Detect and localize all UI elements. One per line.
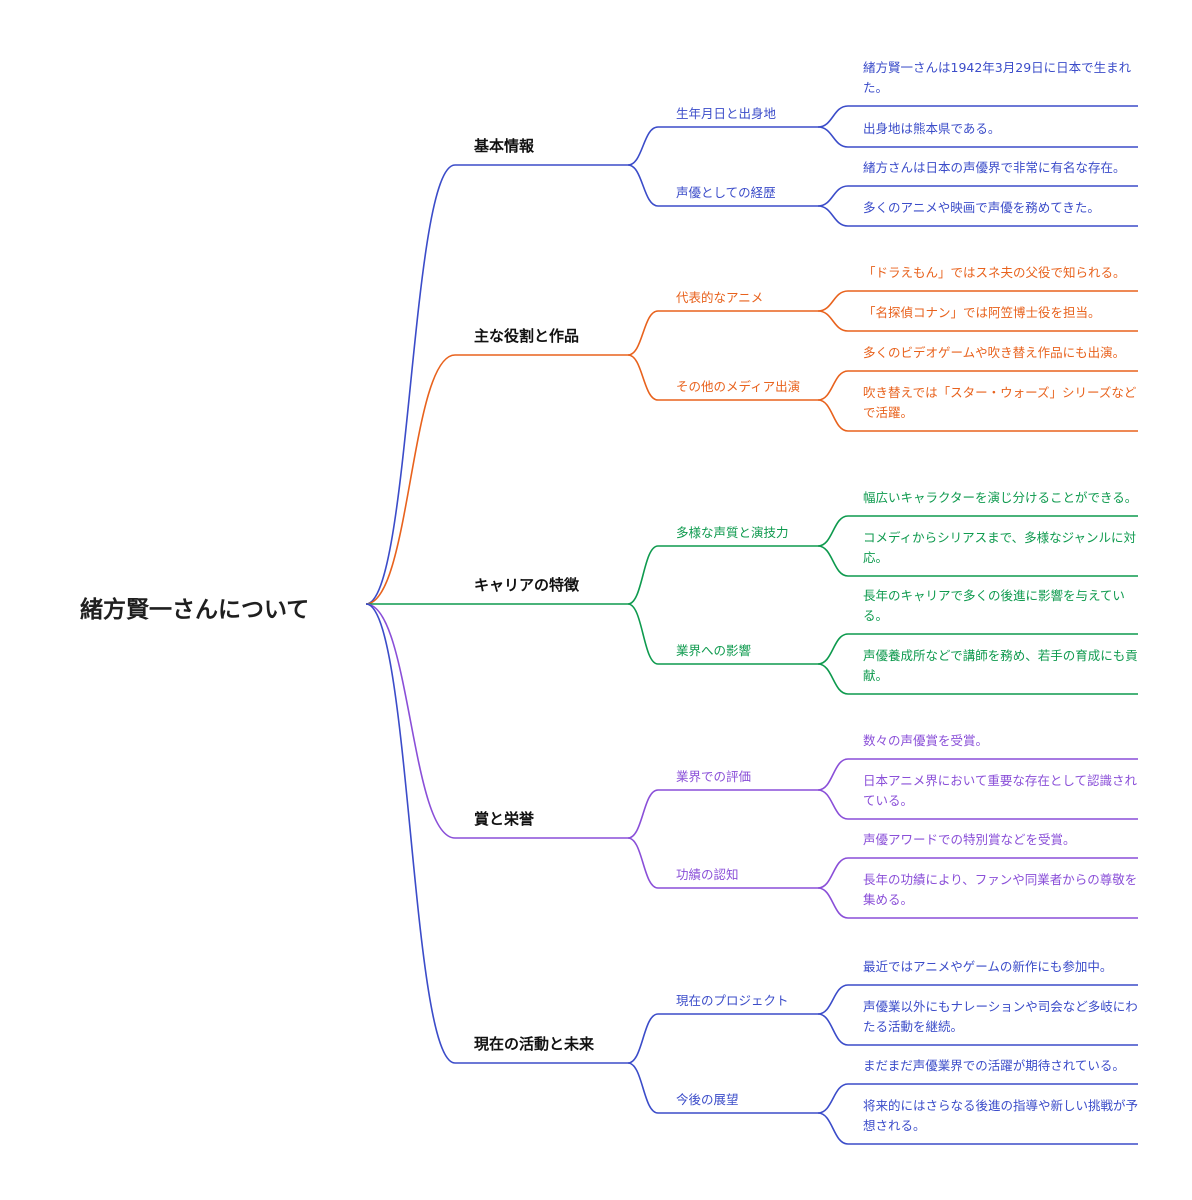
sub-connector xyxy=(627,603,818,665)
sub-topic: 代表的なアニメ xyxy=(676,290,764,305)
sub-connector xyxy=(627,310,818,356)
leaf-topic: 声優養成所などで講師を務め、若手の育成にも貢献。 xyxy=(863,648,1138,683)
branch-topic: キャリアの特徴 xyxy=(474,576,580,594)
sub-topic: 業界への影響 xyxy=(676,643,752,658)
sub-topic: 現在のプロジェクト xyxy=(676,993,789,1008)
leaf-topic: 緒方さんは日本の声優界で非常に有名な存在。 xyxy=(863,160,1126,175)
leaf-topic: 最近ではアニメやゲームの新作にも参加中。 xyxy=(863,959,1113,974)
leaf-topic: 長年のキャリアで多くの後進に影響を与えている。 xyxy=(863,588,1125,623)
sub-topic: 多様な声質と演技力 xyxy=(676,525,789,540)
sub-topic: その他のメディア出演 xyxy=(676,379,801,394)
sub-connector xyxy=(627,1013,818,1064)
leaf-connector xyxy=(817,857,1138,889)
sub-connector xyxy=(627,164,818,207)
branch-topic: 基本情報 xyxy=(474,137,535,155)
sub-connector xyxy=(627,354,818,401)
leaf-connector xyxy=(817,887,1138,919)
leaf-connector xyxy=(817,789,1138,820)
leaf-topic: 多くのビデオゲームや吹き替え作品にも出演。 xyxy=(863,345,1126,360)
leaf-topic: 吹き替えでは「スター・ウォーズ」シリーズなどで活躍。 xyxy=(863,385,1137,420)
leaf-connector xyxy=(817,545,1138,577)
sub-connector xyxy=(627,837,818,889)
leaf-topic: まだまだ声優業界での活躍が期待されている。 xyxy=(863,1058,1125,1073)
leaf-topic: 幅広いキャラクターを演じ分けることができる。 xyxy=(863,490,1138,505)
leaf-topic: 出身地は熊本県である。 xyxy=(863,121,1001,136)
leaf-connector xyxy=(817,310,1138,332)
leaf-topic: 「ドラえもん」ではスネ夫の父役で知られる。 xyxy=(863,265,1126,280)
leaf-connector xyxy=(817,984,1138,1015)
sub-topic: 功績の認知 xyxy=(676,867,739,882)
sub-topic: 業界での評価 xyxy=(676,769,752,784)
leaf-connector xyxy=(817,290,1138,312)
leaf-connector xyxy=(817,663,1138,695)
sub-connector xyxy=(627,789,818,839)
leaf-topic: 数々の声優賞を受賞。 xyxy=(863,733,989,748)
leaf-topic: コメディからシリアスまで、多様なジャンルに対応。 xyxy=(863,530,1137,565)
sub-topic: 声優としての経歴 xyxy=(676,185,776,200)
branch-connector xyxy=(365,354,628,605)
leaf-connector xyxy=(817,633,1138,665)
sub-topic: 今後の展望 xyxy=(676,1092,739,1107)
leaf-connector xyxy=(817,399,1138,432)
branch-topic: 現在の活動と未来 xyxy=(474,1035,595,1053)
branch-topic: 主な役割と作品 xyxy=(474,327,580,345)
root-topic: 緒方賢一さんについて xyxy=(80,597,310,623)
leaf-topic: 日本アニメ界において重要な存在として認識されている。 xyxy=(863,773,1138,808)
leaf-connector xyxy=(817,126,1138,148)
leaf-connector xyxy=(817,205,1138,227)
leaf-connector xyxy=(817,105,1138,128)
sub-connector xyxy=(627,545,818,605)
leaf-connector xyxy=(817,1112,1138,1145)
branch-topic: 賞と栄誉 xyxy=(474,810,535,828)
sub-connector xyxy=(627,126,818,166)
leaf-topic: 緒方賢一さんは1942年3月29日に日本で生まれた。 xyxy=(863,60,1132,95)
branch-connector xyxy=(365,603,628,1064)
leaf-topic: 声優アワードでの特別賞などを受賞。 xyxy=(863,832,1076,847)
leaf-topic: 「名探偵コナン」では阿笠博士役を担当。 xyxy=(863,305,1101,320)
leaf-connector xyxy=(817,185,1138,207)
sub-topic: 生年月日と出身地 xyxy=(676,106,777,121)
sub-connector xyxy=(627,1062,818,1114)
leaf-topic: 声優業以外にもナレーションや司会など多岐にわたる活動を継続。 xyxy=(863,999,1138,1034)
leaf-topic: 長年の功績により、ファンや同業者からの尊敬を集める。 xyxy=(863,872,1138,907)
leaf-connector xyxy=(817,515,1138,547)
leaf-connector xyxy=(817,758,1138,791)
branch-connector xyxy=(365,603,628,839)
leaf-topic: 将来的にはさらなる後進の指導や新しい挑戦が予想される。 xyxy=(863,1098,1139,1133)
leaf-topic: 多くのアニメや映画で声優を務めてきた。 xyxy=(863,200,1100,215)
leaf-connector xyxy=(817,370,1138,401)
leaf-connector xyxy=(817,1013,1138,1046)
leaf-connector xyxy=(817,1083,1138,1114)
branch-connector xyxy=(365,164,628,605)
